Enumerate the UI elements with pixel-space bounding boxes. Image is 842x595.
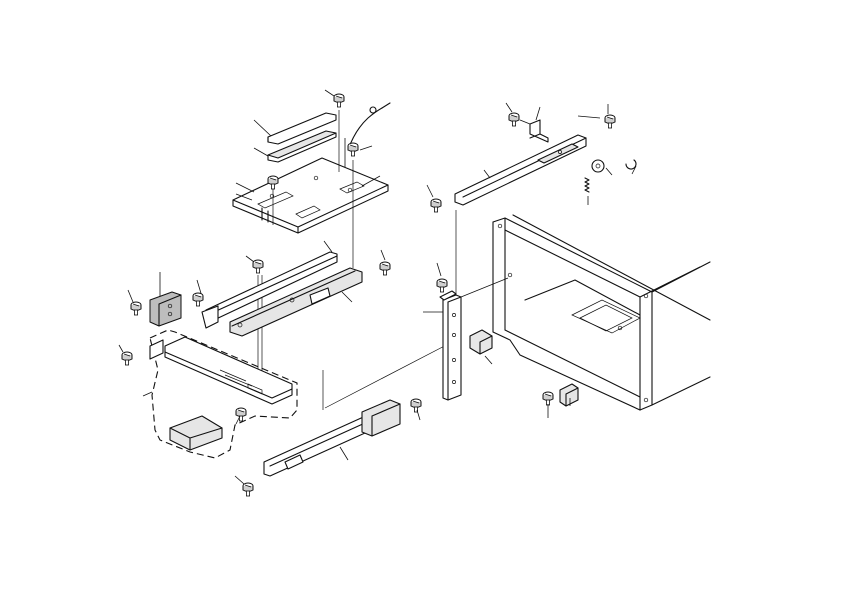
insulator-sheet bbox=[253, 130, 337, 163]
slide-rail-upper bbox=[229, 267, 363, 337]
main-frame bbox=[492, 214, 711, 411]
ground-wire bbox=[344, 102, 391, 175]
rear-rail bbox=[454, 134, 587, 206]
cover-plate-upper bbox=[253, 112, 337, 145]
callout-leaders bbox=[118, 89, 609, 485]
e-ring bbox=[625, 159, 637, 175]
base-tray bbox=[142, 329, 298, 459]
stopper-clip bbox=[559, 383, 579, 407]
side-bracket bbox=[423, 290, 462, 401]
roller bbox=[591, 159, 613, 176]
slide-rail-lower-upper bbox=[196, 279, 219, 329]
slide-rail-lower bbox=[263, 399, 401, 477]
stopper-block bbox=[149, 272, 182, 327]
handle-plate bbox=[169, 415, 223, 451]
spring bbox=[584, 177, 590, 205]
drive-board bbox=[232, 157, 389, 234]
hinge-bracket bbox=[529, 106, 549, 143]
clamp bbox=[469, 329, 493, 365]
